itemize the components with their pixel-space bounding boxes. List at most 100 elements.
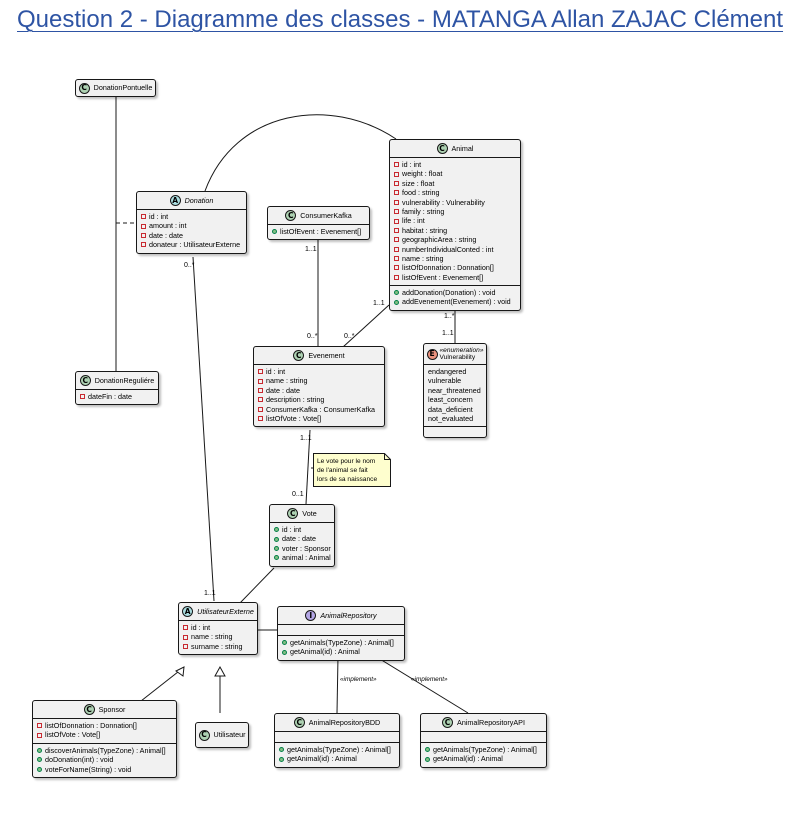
multiplicity-donation-user: 0..* <box>184 262 195 269</box>
empty-section <box>421 731 546 742</box>
multiplicity-vulnerability-animal: 1..1 <box>442 330 454 337</box>
field: voter : Sponsor <box>282 543 331 553</box>
public-icon <box>425 747 430 753</box>
public-icon <box>282 640 287 646</box>
field: amount : int <box>149 221 187 231</box>
field: dateFin : date <box>88 392 132 401</box>
private-icon <box>258 416 263 422</box>
private-icon <box>258 369 263 375</box>
field: food : string <box>402 188 440 198</box>
enum-vulnerability[interactable]: E«enumeration»Vulnerability endangered v… <box>423 343 487 439</box>
note-line: Le vote pour le nom <box>317 458 376 465</box>
class-name: DonationReguliére <box>94 375 155 385</box>
fields-section: listOfDonnation : Donnation[] listOfVote… <box>33 718 176 743</box>
class-icon: C <box>78 82 90 94</box>
field: donateur : UtilisateurExterne <box>149 240 241 250</box>
public-icon <box>274 536 279 542</box>
private-icon <box>183 643 188 649</box>
multiplicity-animal-event: 1..1 <box>373 300 385 307</box>
private-icon <box>394 209 399 215</box>
private-icon <box>258 387 263 393</box>
class-name: Vulnerability <box>439 354 476 361</box>
fields-section: id : int date : date voter : Sponsor ani… <box>270 522 334 566</box>
private-icon <box>394 190 399 196</box>
class-name: DonationPontuelle <box>93 83 153 93</box>
field: ConsumerKafka : ConsumerKafka <box>266 404 376 414</box>
line-vote-user <box>239 567 275 604</box>
private-icon <box>394 171 399 177</box>
method: getAnimals(TypeZone) : Animal[] <box>290 638 394 647</box>
methods-section: addDonation(Donation) : void addEvenemen… <box>390 285 520 310</box>
note-line: lors de sa naissance <box>317 476 378 483</box>
private-icon <box>394 218 399 224</box>
public-icon <box>282 649 287 655</box>
class-icon: C <box>285 210 297 221</box>
method: addDonation(Donation) : void <box>402 288 496 298</box>
enum-value: vulnerable <box>428 376 462 386</box>
class-icon: C <box>198 729 210 741</box>
methods-section: discoverAnimals(TypeZone) : Animal[] doD… <box>33 742 176 777</box>
public-icon <box>37 757 42 763</box>
field: id : int <box>282 525 302 534</box>
method: discoverAnimals(TypeZone) : Animal[] <box>45 745 166 755</box>
fields-section: id : int name : string date : date descr… <box>254 364 384 426</box>
private-icon <box>141 232 146 238</box>
method: addEvenement(Evenement) : void <box>402 297 511 307</box>
enum-value: near_threatened <box>428 385 481 395</box>
line-api-repo <box>374 655 469 714</box>
field: date : date <box>282 534 316 544</box>
abstract-icon: A <box>169 195 181 206</box>
method: getAnimal(id) : Animal <box>290 647 360 657</box>
class-name: AnimalRepository <box>320 610 377 620</box>
private-icon <box>394 274 399 280</box>
enum-value: not_evaluated <box>428 413 474 423</box>
class-icon: C <box>442 717 454 728</box>
values-section: endangered vulnerable near_threatened le… <box>424 364 486 426</box>
field: geographicArea : string <box>402 235 477 245</box>
line-animal-evenement <box>342 304 390 348</box>
enum-stereotype: «enumeration» <box>439 347 484 354</box>
field: listOfDonnation : Donnation[] <box>45 721 137 730</box>
private-icon <box>141 242 146 248</box>
field: listOfVote : Vote[] <box>45 730 101 740</box>
class-icon: C <box>79 375 91 386</box>
private-icon <box>258 397 263 403</box>
field: vulnerability : Vulnerability <box>402 197 485 207</box>
class-name: UtilisateurExterne <box>197 606 254 616</box>
field: id : int <box>191 623 211 632</box>
fields-section: id : int name : string surname : string <box>179 620 257 654</box>
class-name: Animal <box>451 143 474 153</box>
class-icon: C <box>436 143 448 154</box>
class-name: Sponsor <box>98 704 126 714</box>
abstract-icon: A <box>182 606 194 617</box>
inherit-arrow-utilisateur <box>214 665 226 677</box>
field: description : string <box>266 395 325 405</box>
public-icon <box>274 527 279 533</box>
class-icon: C <box>293 717 305 728</box>
note-line: de l'animal se fait <box>317 467 368 474</box>
enum-value: data_deficient <box>428 404 473 414</box>
method: getAnimal(id) : Animal <box>433 754 503 764</box>
methods-section: getAnimals(TypeZone) : Animal[] getAnima… <box>278 635 404 660</box>
public-icon <box>37 747 42 753</box>
implement-label-bdd: «implement» <box>340 676 377 683</box>
field: listOfDonnation : Donnation[] <box>402 263 494 273</box>
private-icon <box>258 406 263 412</box>
public-icon <box>279 747 284 753</box>
class-name: AnimalRepositoryAPI <box>457 717 525 727</box>
fields-section: listOfEvent : Evenement[] <box>268 224 369 239</box>
